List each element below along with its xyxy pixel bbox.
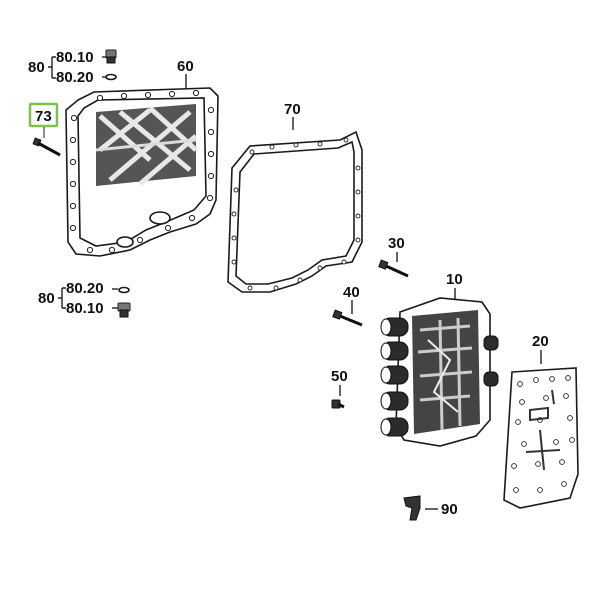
- drain-plug-bottom: [117, 286, 131, 318]
- callout-10[interactable]: 10: [446, 271, 463, 288]
- callout-60[interactable]: 60: [177, 58, 194, 75]
- bolt-73: [32, 127, 61, 157]
- oil-pan-60: [65, 87, 219, 257]
- bolt-50: [331, 399, 345, 409]
- callout-group-80-top: 80 80.10 80.20: [28, 49, 106, 86]
- callout-80-top[interactable]: 80: [28, 59, 45, 76]
- callout-80-20-top[interactable]: 80.20: [56, 69, 94, 86]
- selected-callout-highlight: [28, 102, 59, 128]
- drain-plug-top: [105, 49, 117, 81]
- callout-80-10-bottom[interactable]: 80.10: [66, 300, 104, 317]
- callout-90[interactable]: 90: [441, 501, 458, 518]
- bracket-90: [403, 495, 421, 521]
- callout-20[interactable]: 20: [532, 333, 549, 350]
- bolt-40: [332, 309, 363, 327]
- gasket-70: [227, 130, 363, 293]
- separator-plate-20: [503, 367, 579, 509]
- callout-80-10-top[interactable]: 80.10: [56, 49, 94, 66]
- bolt-30: [378, 259, 409, 278]
- callout-80-20-bottom[interactable]: 80.20: [66, 280, 104, 297]
- callout-40[interactable]: 40: [343, 284, 360, 301]
- callout-group-80-bottom: 80 80.20 80.10: [38, 280, 118, 317]
- callout-80-bottom[interactable]: 80: [38, 290, 55, 307]
- callout-70[interactable]: 70: [284, 101, 301, 118]
- callout-30[interactable]: 30: [388, 235, 405, 252]
- callout-50[interactable]: 50: [331, 368, 348, 385]
- valve-body-10: [380, 297, 499, 447]
- callout-73[interactable]: 73: [35, 108, 52, 125]
